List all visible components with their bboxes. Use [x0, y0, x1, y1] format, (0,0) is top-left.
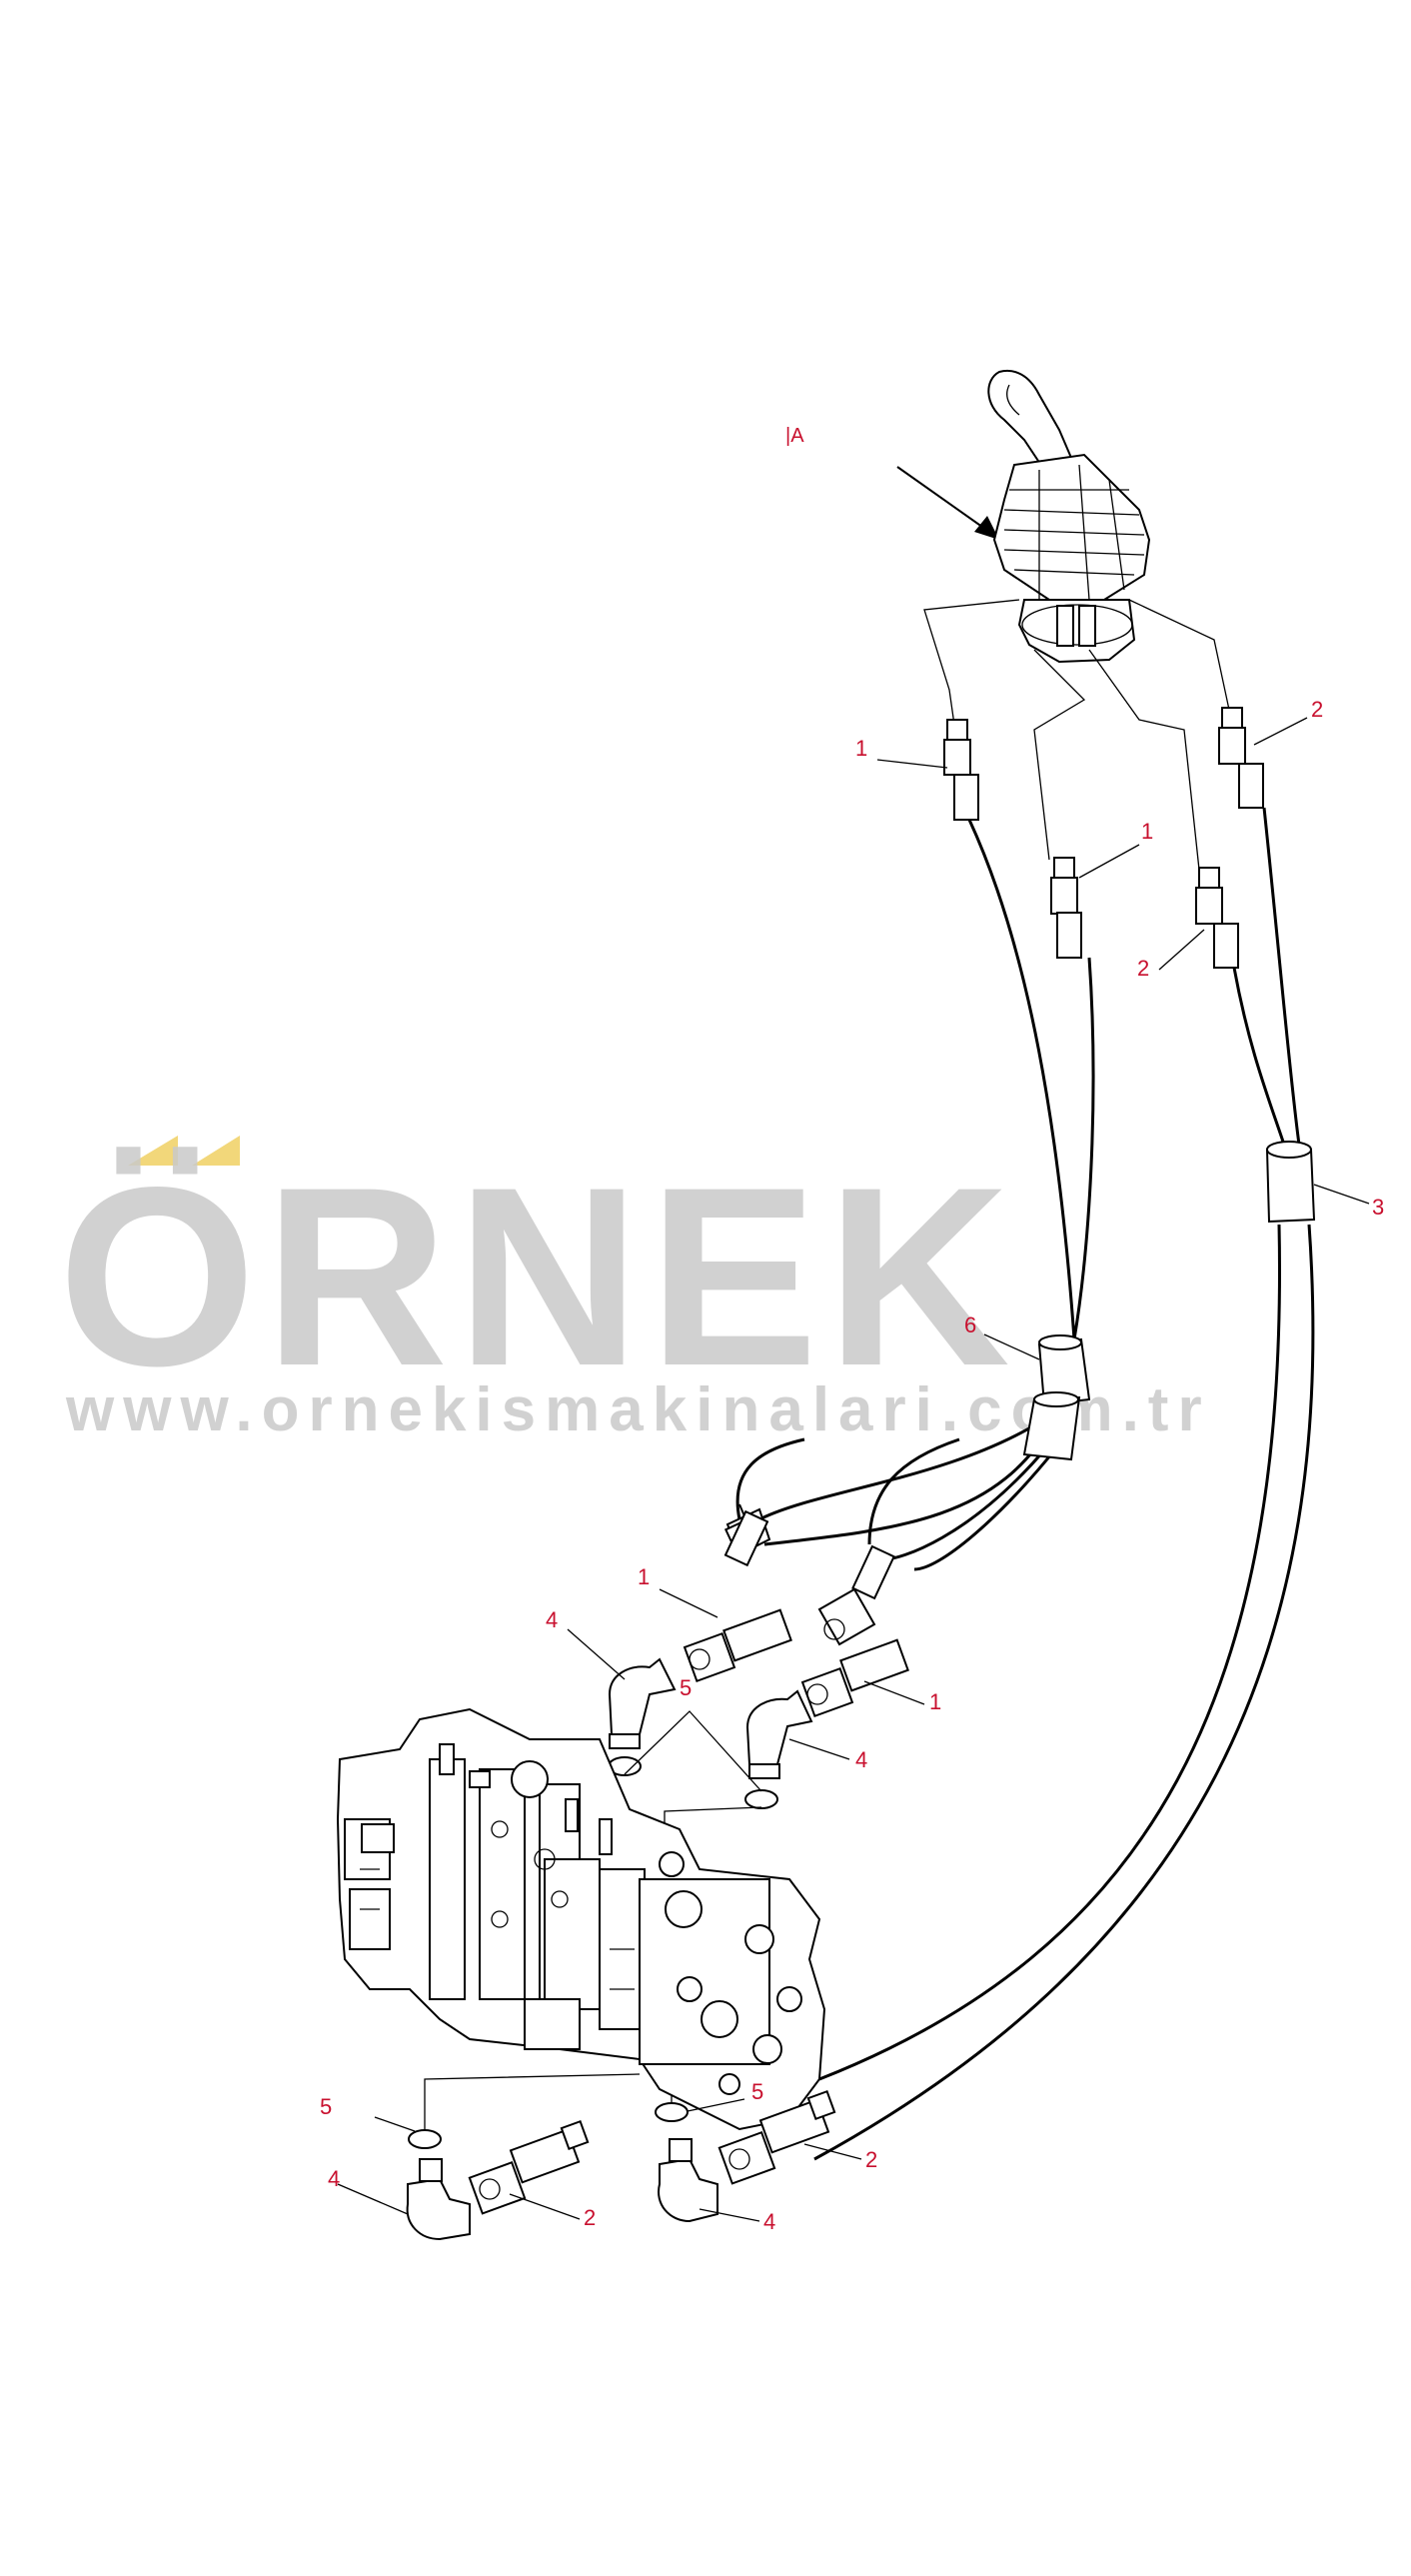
- o-rings: [408, 1756, 778, 2149]
- callout-3: 3: [1372, 1195, 1384, 1220]
- watermark: ÖRNEK www.ornekismakinalari.com.tr: [58, 1135, 1211, 1444]
- sleeve-6-upper: [1037, 1334, 1091, 1406]
- callout-2: 2: [865, 2147, 877, 2172]
- sleeve-6-lower: [1022, 1391, 1081, 1461]
- watermark-brand: ÖRNEK: [58, 1135, 1018, 1419]
- callout-4: 4: [763, 2209, 775, 2234]
- callout-2: 2: [1137, 956, 1149, 981]
- watermark-url: www.ornekismakinalari.com.tr: [65, 1375, 1211, 1444]
- watermark-accent-right: [192, 1136, 240, 1166]
- hoses: [735, 807, 1315, 2161]
- callouts: 1 1 2 2 3 6 1 4 5 1 4 5 5 4 2 2 4: [320, 697, 1384, 2234]
- control-valve: [336, 1707, 826, 2131]
- callout-1: 1: [638, 1564, 650, 1589]
- callout-1: 1: [929, 1689, 941, 1714]
- fitting-2-lower-right: [717, 2089, 836, 2185]
- fitting-2-upper-right: [1218, 707, 1264, 809]
- callout-4: 4: [546, 1607, 558, 1632]
- callout-5: 5: [320, 2094, 332, 2119]
- leader-lines: [923, 599, 1230, 871]
- view-label: |A: [785, 425, 804, 447]
- hose-end-right: [851, 1544, 895, 1600]
- callout-5: 5: [680, 1675, 692, 1700]
- callout-leaders: [337, 717, 1370, 2222]
- callout-4: 4: [328, 2166, 340, 2191]
- fitting-1-mid-right-elbow: [817, 1587, 876, 1646]
- sleeve-3: [1265, 1141, 1316, 1224]
- callout-6: 6: [964, 1312, 976, 1337]
- fitting-1-mid-left-straight: [683, 1608, 792, 1683]
- callout-1: 1: [1141, 819, 1153, 844]
- callout-1: 1: [855, 736, 867, 761]
- hose-end-left: [723, 1509, 769, 1567]
- fitting-1-upper-mid: [1050, 857, 1082, 959]
- callout-5: 5: [751, 2079, 763, 2104]
- view-arrow: [896, 466, 999, 540]
- callout-2: 2: [584, 2205, 596, 2230]
- elbow-4-lower-left: [406, 2158, 471, 2241]
- fitting-2-lower-left: [468, 2119, 590, 2215]
- elbow-4-lower-right: [658, 2138, 718, 2223]
- joystick: [987, 370, 1151, 664]
- fitting-1-mid-right-straight: [800, 1638, 909, 1718]
- callout-2: 2: [1311, 697, 1323, 722]
- watermark-accent-left: [128, 1136, 178, 1166]
- callout-4: 4: [855, 1747, 867, 1772]
- elbow-4-mid-right: [745, 1689, 813, 1779]
- elbow-4-mid-left: [608, 1657, 677, 1749]
- fitting-1-upper-left: [943, 719, 979, 821]
- fitting-2-upper-mid: [1195, 867, 1239, 969]
